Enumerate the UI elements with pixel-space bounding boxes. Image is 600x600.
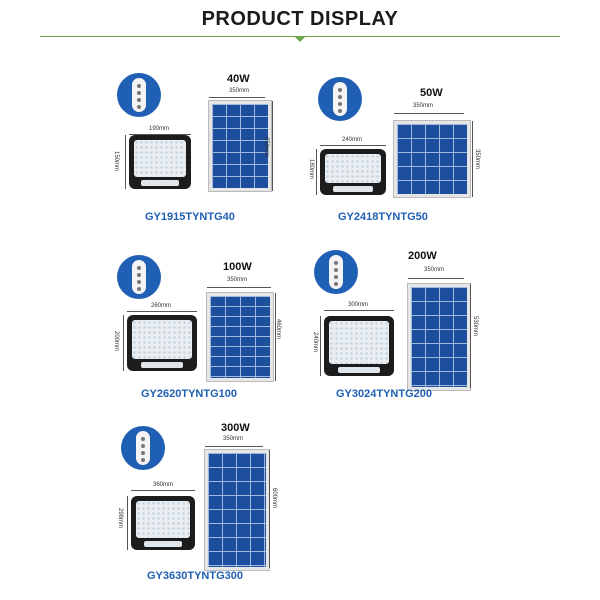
lamp-width-line	[131, 490, 195, 491]
lamp-width-label: 260mm	[151, 303, 172, 309]
product-card-300w[interactable]: 300W 350mm 600mm 360mm 298mm GY3630TYNTG…	[117, 422, 317, 582]
lamp-height-line	[125, 135, 126, 189]
product-wattage: 200W	[408, 250, 437, 262]
panel-width-label: 350mm	[223, 436, 244, 442]
product-wattage: 50W	[420, 87, 443, 99]
lamp-width-label: 240mm	[342, 137, 363, 143]
lamp-height-label: 180mm	[308, 159, 314, 180]
product-card-50w[interactable]: 50W 350mm 350mm 240mm 180mm GY2418TYNTG5…	[308, 73, 510, 223]
model-number: GY3024TYNTG200	[336, 388, 432, 400]
product-card-100w[interactable]: 100W 350mm 460mm 260mm 200mm GY2620TYNTG…	[113, 255, 317, 400]
product-card-40w[interactable]: 40W 350mm 250mm 190mm 150mm GY1915TYNTG4…	[113, 73, 317, 223]
solar-panel	[205, 450, 269, 570]
panel-height-label: 350mm	[474, 149, 480, 170]
lamp-height-line	[316, 149, 317, 195]
flood-lamp	[127, 315, 197, 371]
remote-control-icon	[117, 73, 161, 117]
remote-control-icon	[117, 255, 161, 299]
panel-width-line	[209, 97, 265, 98]
panel-width-line	[205, 446, 263, 447]
panel-width-line	[207, 287, 271, 288]
lamp-height-label: 200mm	[113, 331, 119, 352]
lamp-width-line	[127, 311, 197, 312]
product-wattage: 40W	[227, 73, 250, 85]
model-number: GY2620TYNTG100	[141, 388, 237, 400]
panel-width-line	[394, 113, 464, 114]
lamp-width-line	[320, 145, 386, 146]
panel-height-line	[472, 121, 473, 197]
product-card-200w[interactable]: 200W 350mm 530mm 300mm 240mm GY3024TYNTG…	[310, 250, 510, 400]
panel-height-line	[269, 450, 270, 568]
lamp-width-line	[129, 134, 191, 135]
lamp-height-line	[123, 315, 124, 371]
solar-panel	[394, 121, 470, 197]
lamp-width-label: 300mm	[348, 302, 369, 308]
lamp-width-label: 360mm	[153, 482, 174, 488]
solar-panel	[209, 101, 271, 191]
panel-width-label: 350mm	[413, 103, 434, 109]
model-number: GY1915TYNTG40	[145, 211, 235, 223]
lamp-width-label: 190mm	[149, 126, 170, 132]
page-title: PRODUCT DISPLAY	[201, 8, 399, 30]
lamp-width-line	[324, 310, 394, 311]
lamp-height-label: 298mm	[117, 508, 123, 529]
remote-control-icon	[121, 426, 165, 470]
product-wattage: 100W	[223, 261, 252, 273]
flood-lamp	[320, 149, 386, 195]
panel-width-line	[408, 278, 464, 279]
panel-height-label: 460mm	[275, 319, 281, 340]
panel-height-label: 530mm	[472, 316, 478, 337]
flood-lamp	[129, 135, 191, 189]
panel-width-label: 350mm	[229, 88, 250, 94]
panel-height-label: 250mm	[263, 137, 269, 158]
model-number: GY2418TYNTG50	[338, 211, 428, 223]
divider-notch	[294, 36, 306, 42]
solar-panel	[207, 293, 273, 381]
flood-lamp	[131, 496, 195, 550]
remote-control-icon	[318, 77, 362, 121]
panel-width-label: 350mm	[227, 277, 248, 283]
lamp-height-line	[320, 316, 321, 376]
panel-height-line	[470, 284, 471, 388]
panel-height-label: 600mm	[271, 488, 277, 509]
panel-width-label: 350mm	[424, 267, 445, 273]
solar-panel	[408, 284, 470, 390]
lamp-height-label: 150mm	[113, 151, 119, 172]
lamp-height-label: 240mm	[312, 332, 318, 353]
panel-height-line	[272, 101, 273, 191]
lamp-height-line	[127, 496, 128, 550]
product-wattage: 300W	[221, 422, 250, 434]
flood-lamp	[324, 316, 394, 376]
panel-height-line	[275, 293, 276, 381]
remote-control-icon	[314, 250, 358, 294]
model-number: GY3630TYNTG300	[147, 570, 243, 582]
